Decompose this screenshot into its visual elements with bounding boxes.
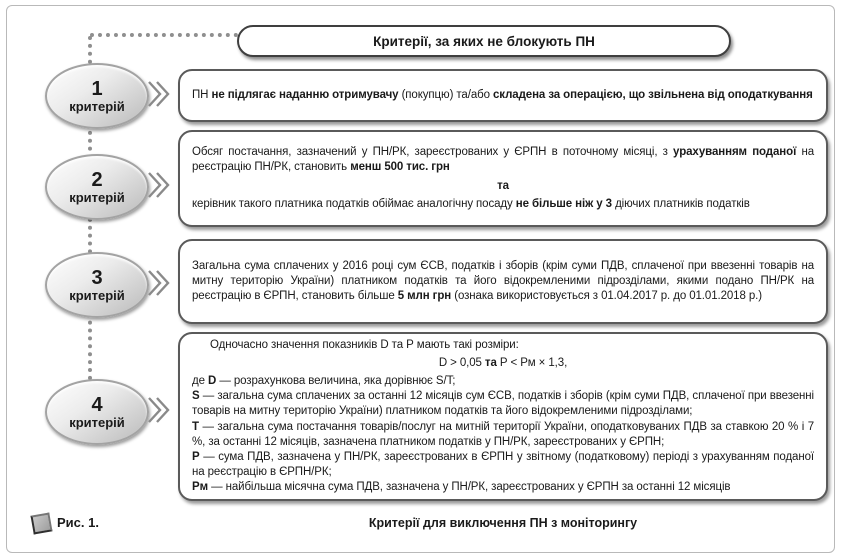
criterion-2-conjunction: та <box>497 179 509 192</box>
criterion-4-intro: Одночасно значення показників D та Р маю… <box>210 338 519 351</box>
figure-icon <box>30 512 53 535</box>
criterion-4-box: Одночасно значення показників D та Р маю… <box>178 332 828 501</box>
criterion-4-def-t: Т — загальна сума постачання товарів/пос… <box>192 420 814 448</box>
double-chevron-right-icon <box>148 172 170 198</box>
criterion-3-text: Загальна сума сплачених у 2016 році сум … <box>192 259 814 303</box>
diagram-title-text: Критерії, за яких не блокують ПН <box>373 33 595 49</box>
criterion-3-label: критерій <box>69 287 125 303</box>
criterion-3-number: 3 <box>91 266 103 289</box>
figure-label: Рис. 1. <box>57 515 99 530</box>
dotted-connector-vertical <box>88 36 92 412</box>
criterion-1-number: 1 <box>91 77 103 100</box>
double-chevron-right-icon <box>148 270 170 296</box>
criterion-2-text-1: Обсяг постачання, зазначений у ПН/РК, за… <box>192 146 814 174</box>
criterion-3-box: Загальна сума сплачених у 2016 році сум … <box>178 239 828 324</box>
criterion-4-label: критерій <box>69 414 125 430</box>
criterion-4-def-d: де D — розрахункова величина, яка дорівн… <box>192 374 456 387</box>
criterion-2-box: Обсяг постачання, зазначений у ПН/РК, за… <box>178 130 828 227</box>
criterion-4-badge: 4 критерій <box>45 379 149 445</box>
diagram-title: Критерії, за яких не блокують ПН <box>237 25 731 57</box>
double-chevron-right-icon <box>148 81 170 107</box>
criterion-1-text: ПН не підлягає наданню отримувачу (покуп… <box>192 88 813 101</box>
criterion-2-badge: 2 критерій <box>45 154 149 220</box>
criterion-1-badge: 1 критерій <box>45 63 149 129</box>
criterion-2-label: критерій <box>69 189 125 205</box>
criterion-4-def-pm: Рм — найбільша місячна сума ПДВ, зазначе… <box>192 481 731 494</box>
criterion-1-label: критерій <box>69 98 125 114</box>
double-chevron-right-icon <box>148 397 170 423</box>
criterion-4-def-p: Р — сума ПДВ, зазначена у ПН/РК, зареєст… <box>192 450 814 479</box>
figure-caption: Критерії для виключення ПН з моніторингу <box>368 516 638 530</box>
criterion-4-formula: D > 0,05 та Р < Рм × 1,3, <box>438 356 568 369</box>
criterion-4-def-s: S — загальна сума сплачених за останні 1… <box>192 390 814 418</box>
criterion-1-box: ПН не підлягає наданню отримувачу (покуп… <box>178 69 828 122</box>
criterion-4-number: 4 <box>91 393 103 416</box>
dotted-connector-horizontal <box>90 33 238 37</box>
criterion-2-number: 2 <box>91 168 103 191</box>
criterion-3-badge: 3 критерій <box>45 252 149 318</box>
criterion-2-text-2: керівник такого платника податків обійма… <box>192 197 750 210</box>
